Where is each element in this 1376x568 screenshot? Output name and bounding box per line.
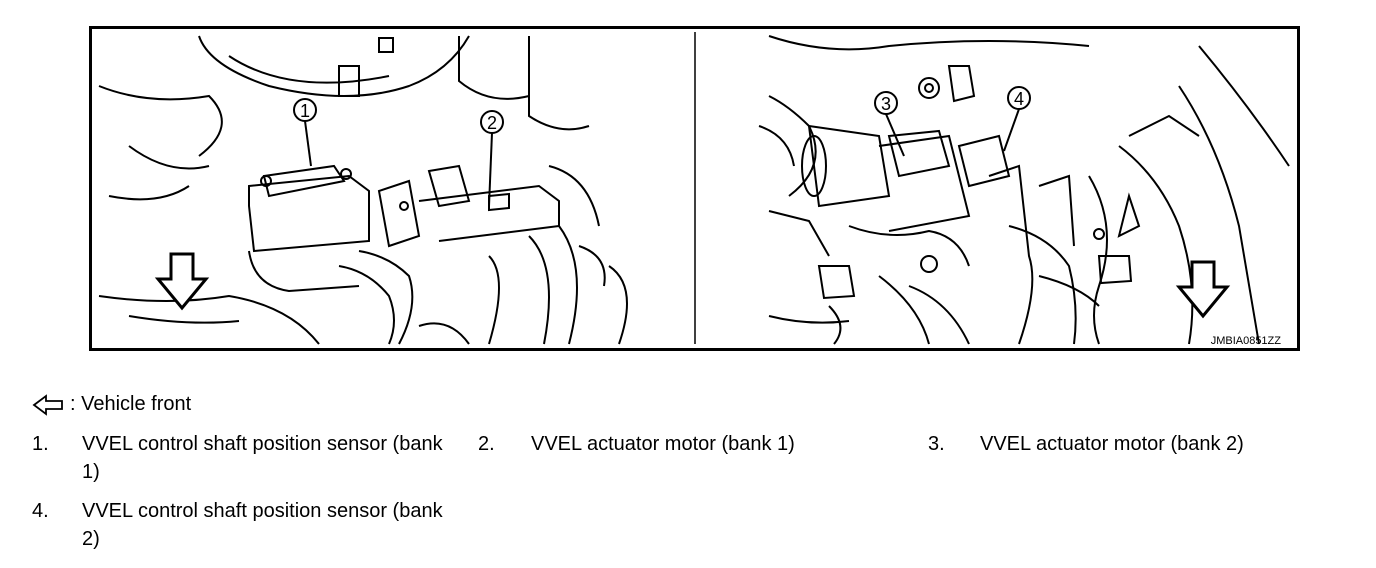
legend-text: : Vehicle front xyxy=(70,393,192,415)
right-callouts xyxy=(874,86,1031,157)
front-arrow-icon-left xyxy=(154,252,210,311)
caption-label: VVEL control shaft position sensor (bank… xyxy=(82,500,443,550)
caption-number: 2. xyxy=(478,433,495,455)
caption-number: 1. xyxy=(32,433,49,455)
callout-3: 3 xyxy=(881,94,891,114)
caption-number: 4. xyxy=(32,500,49,522)
callout-1: 1 xyxy=(300,101,310,121)
caption-label: VVEL control shaft position sensor (bank… xyxy=(82,433,443,483)
caption-number: 3. xyxy=(928,433,945,455)
front-arrow-icon xyxy=(32,393,63,416)
left-callouts xyxy=(293,98,504,207)
caption-label: VVEL actuator motor (bank 1) xyxy=(531,433,795,455)
callout-2: 2 xyxy=(487,113,497,133)
callout-4: 4 xyxy=(1014,89,1024,109)
left-panel-art xyxy=(98,35,628,345)
drawing-id: JMBIA0851ZZ xyxy=(1211,335,1282,347)
right-panel-art xyxy=(758,35,1290,345)
legend: : Vehicle front xyxy=(32,393,191,416)
front-arrow-icon-right xyxy=(1175,260,1231,319)
component-location-figure: 1 2 xyxy=(89,26,1300,351)
caption-label: VVEL actuator motor (bank 2) xyxy=(980,433,1244,455)
engine-illustration: 1 2 xyxy=(89,26,1300,351)
